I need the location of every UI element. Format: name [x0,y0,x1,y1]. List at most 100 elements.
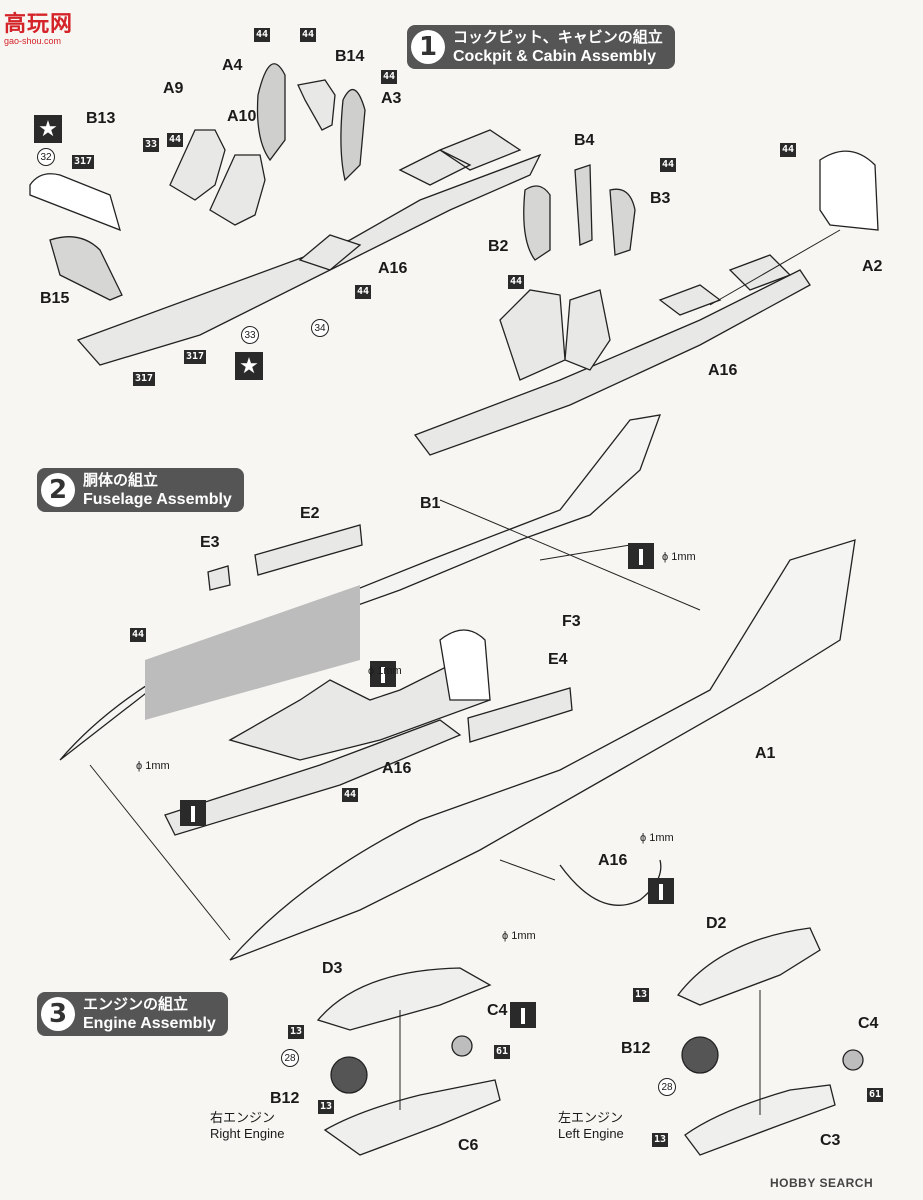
part-label: B14 [335,48,365,65]
part-d2 [676,927,821,1006]
b1-shaded-area [145,585,360,720]
part-a1 [229,539,856,961]
step-1-header: 1 コックピット、キャビンの組立 Cockpit & Cabin Assembl… [407,25,675,69]
part-c6 [323,1079,501,1156]
part-b14 [297,79,336,131]
site-logo: 高玩网 gao-shou.com [4,12,74,46]
color-code: 33 [143,138,160,152]
part-label: D2 [706,915,727,932]
drill-icon [180,800,206,826]
part-e3 [207,565,231,591]
part-a16-ring [559,859,662,906]
part-label: A16 [708,362,738,379]
part-label: E3 [200,534,220,551]
color-code: 317 [133,372,156,386]
part-b2 [523,185,551,261]
drill-note: ϕ 1mm [640,832,674,844]
part-label: B13 [86,110,116,127]
color-code: 44 [508,275,525,289]
part-label: E4 [548,651,568,668]
bulkhead-mid [439,629,491,701]
part-c4-right [451,1035,473,1057]
color-code: 44 [780,143,797,157]
part-a10 [209,154,266,226]
part-label: C6 [458,1137,479,1154]
part-label: B12 [270,1090,300,1107]
cabin-floor-right [413,269,811,456]
color-code: 13 [633,988,650,1002]
part-b15 [49,236,123,301]
part-c3 [684,1084,836,1156]
color-code: 44 [381,70,398,84]
color-code: 44 [300,28,317,42]
part-label: A16 [378,260,408,277]
decal-number: 33 [241,326,259,344]
cabin-blocks-right [658,254,792,316]
part-label: A4 [222,57,243,74]
part-label: A1 [755,745,776,762]
color-code: 13 [652,1133,669,1147]
canopy-glass [29,173,121,232]
left-engine-caption: 左エンジン Left Engine [558,1110,624,1141]
part-d3 [316,967,492,1031]
part-a3 [340,89,366,182]
part-label: B15 [40,290,70,307]
part-b12-left [681,1036,719,1074]
color-code: 61 [867,1088,884,1102]
color-code: 13 [318,1100,335,1114]
part-label: B1 [420,495,441,512]
decal-number: 32 [37,148,55,166]
part-a9 [169,129,226,201]
cabin-blocks-left [298,129,522,271]
part-label: B3 [650,190,671,207]
part-b4 [574,164,593,246]
drill-icon [370,661,396,687]
drill-note: ϕ 1mm [368,665,402,677]
part-label: F3 [562,613,581,630]
color-code: 13 [288,1025,305,1039]
step-2-header: 2 胴体の組立 Fuselage Assembly [37,468,244,512]
color-code: 44 [660,158,677,172]
part-label: C4 [487,1002,508,1019]
part-b12-right [330,1056,368,1094]
part-c4-left [842,1049,864,1071]
drill-note: ϕ 1mm [136,760,170,772]
part-e4 [467,687,573,743]
drill-note: ϕ 1mm [502,930,536,942]
part-b3 [609,188,636,256]
part-label: C4 [858,1015,879,1032]
seats-right [499,289,611,381]
hobby-search-watermark: HOBBY SEARCH [770,1176,874,1190]
color-code: 44 [130,628,147,642]
step-3-header: 3 エンジンの組立 Engine Assembly [37,992,228,1036]
part-e2 [254,524,363,576]
part-label: A3 [381,90,402,107]
part-label: A9 [163,80,184,97]
drill-note: ϕ 1mm [662,551,696,563]
color-code: 44 [254,28,271,42]
part-label: C3 [820,1132,841,1149]
drill-icon [648,878,674,904]
part-label: A16 [382,760,412,777]
part-label: B2 [488,238,509,255]
star-icon: ★ [34,115,62,143]
part-label: E2 [300,505,320,522]
part-label: A16 [598,852,628,869]
color-code: 317 [72,155,95,169]
part-label: A2 [862,258,883,275]
decal-number: 34 [311,319,329,337]
cabin-floor-mid [164,719,462,836]
color-code: 44 [167,133,184,147]
paint-number: 28 [658,1078,676,1096]
part-label: B4 [574,132,595,149]
color-code: 44 [355,285,372,299]
color-code: 44 [342,788,359,802]
part-label: B12 [621,1040,651,1057]
drill-icon [510,1002,536,1028]
part-label: D3 [322,960,343,977]
star-icon: ★ [235,352,263,380]
part-a2 [819,150,879,231]
paint-number: 28 [281,1049,299,1067]
color-code: 317 [184,350,207,364]
